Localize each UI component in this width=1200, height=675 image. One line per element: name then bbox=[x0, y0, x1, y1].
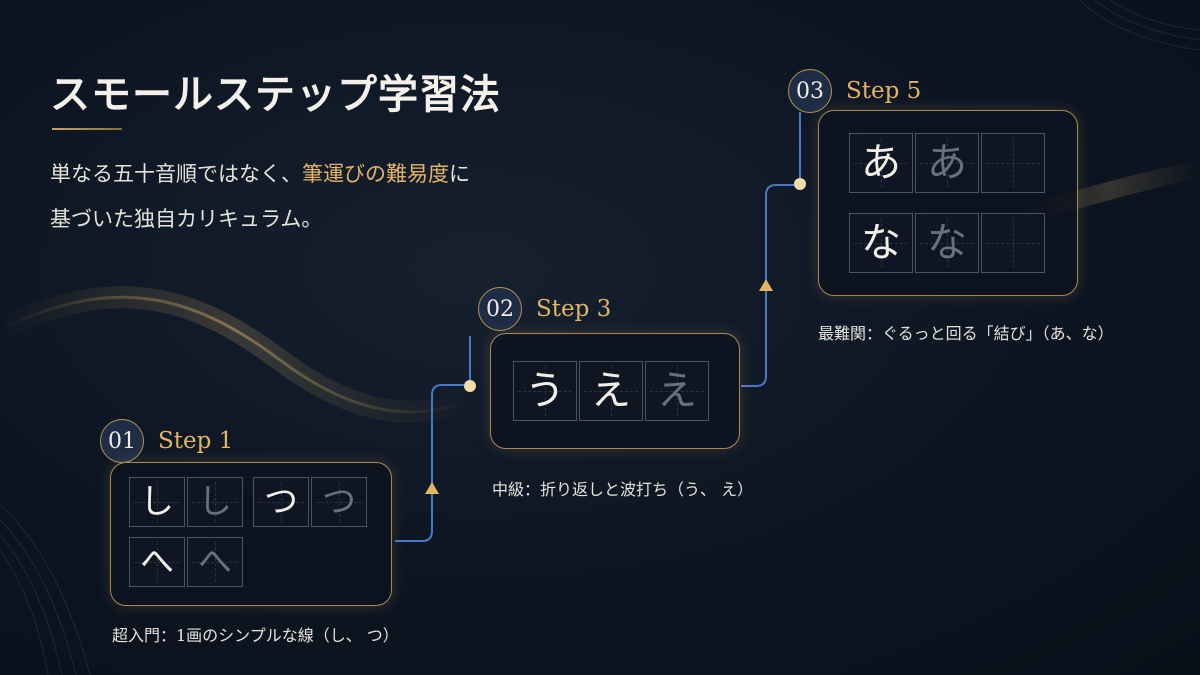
step3-cell-char: な bbox=[861, 220, 901, 266]
gold-dust-wave bbox=[0, 286, 481, 423]
step2-number-badge: 02 bbox=[478, 287, 522, 331]
step1-number-badge: 01 bbox=[100, 419, 144, 463]
page-title: スモールステップ学習法 bbox=[50, 71, 501, 118]
step1-cell-char: つ bbox=[322, 482, 356, 522]
step3-cell bbox=[981, 213, 1045, 273]
step1-cell: つ bbox=[311, 477, 367, 527]
up-arrow-marker bbox=[425, 482, 439, 494]
step1-cell: つ bbox=[253, 477, 309, 527]
step3-header: 03 Step 5 bbox=[788, 69, 921, 113]
step1-label: Step 1 bbox=[158, 428, 234, 454]
connector-step1-to-step2 bbox=[395, 336, 476, 542]
description-line1-pre: 単なる五十音順ではなく、 bbox=[50, 162, 302, 186]
description-line1-post: に bbox=[449, 162, 470, 186]
step2-practice-box: う え え bbox=[490, 333, 740, 449]
step3-label: Step 5 bbox=[846, 78, 922, 104]
step3-cell: あ bbox=[915, 133, 979, 193]
step1-cell: し bbox=[129, 477, 185, 527]
step1-cell: へ bbox=[187, 537, 243, 587]
step1-cell-char: へ bbox=[198, 542, 232, 582]
step3-number-badge: 03 bbox=[788, 69, 832, 113]
step3-cell: な bbox=[915, 213, 979, 273]
step3-cell: あ bbox=[849, 133, 913, 193]
up-arrow-marker bbox=[759, 279, 773, 291]
step2-label: Step 3 bbox=[536, 296, 612, 322]
step3-cell-char: あ bbox=[927, 140, 967, 186]
connector-end-dot bbox=[794, 178, 806, 190]
description-highlight: 筆運びの難易度 bbox=[302, 162, 449, 186]
step1-cell-char: し bbox=[198, 482, 232, 522]
step2-header: 02 Step 3 bbox=[478, 287, 611, 331]
step1-practice-box: し し つ つ へ へ bbox=[110, 462, 392, 606]
step3-cell-char: な bbox=[927, 220, 967, 266]
step3-cell: な bbox=[849, 213, 913, 273]
description-line2: 基づいた独自カリキュラム。 bbox=[50, 207, 323, 231]
step2-cell-char: う bbox=[525, 368, 565, 414]
title-underline bbox=[52, 128, 122, 130]
step3-practice-box: あ あ な な bbox=[818, 110, 1078, 296]
step3-cell-char: あ bbox=[861, 140, 901, 186]
step2-caption: 中級：折り返しと波打ち（う、 え） bbox=[492, 480, 754, 499]
step1-header: 01 Step 1 bbox=[100, 419, 233, 463]
connector-end-dot bbox=[464, 380, 476, 392]
step1-cell: し bbox=[187, 477, 243, 527]
gold-dust-wave-core bbox=[0, 295, 471, 414]
step1-cell: へ bbox=[129, 537, 185, 587]
step2-cell-char: え bbox=[591, 368, 631, 414]
connector-step2-to-step3 bbox=[741, 112, 806, 387]
description: 単なる五十音順ではなく、筆運びの難易度に基づいた独自カリキュラム。 bbox=[50, 152, 470, 242]
step2-cell-char: え bbox=[657, 368, 697, 414]
step1-cell-char: へ bbox=[140, 542, 174, 582]
step2-cell: え bbox=[645, 361, 709, 421]
step1-cell-char: つ bbox=[264, 482, 298, 522]
step1-caption: 超入門：1画のシンプルな線（し、 つ） bbox=[112, 626, 399, 645]
step2-cell: え bbox=[579, 361, 643, 421]
step3-caption: 最難関：ぐるっと回る「結び」（あ、な） bbox=[818, 324, 1114, 343]
step2-cell: う bbox=[513, 361, 577, 421]
step3-cell bbox=[981, 133, 1045, 193]
step1-cell-char: し bbox=[140, 482, 174, 522]
